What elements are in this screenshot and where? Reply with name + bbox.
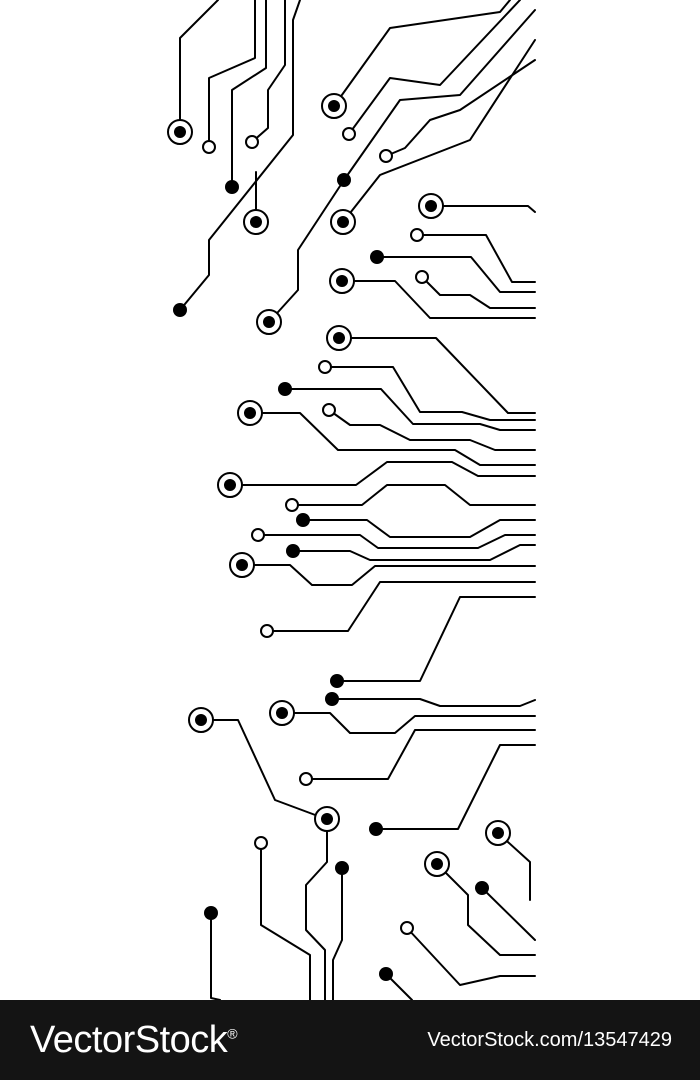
ring-pad xyxy=(256,309,282,335)
open-pad xyxy=(285,498,299,512)
ring-pad xyxy=(314,806,340,832)
trace xyxy=(421,276,536,309)
ring-pad xyxy=(229,552,255,578)
trace xyxy=(348,0,521,135)
trace xyxy=(302,519,536,538)
open-pad xyxy=(245,135,259,149)
trace xyxy=(284,388,536,431)
trace xyxy=(343,9,536,181)
open-pad xyxy=(251,528,265,542)
solid-pad xyxy=(337,173,351,187)
trace xyxy=(281,712,536,734)
trace xyxy=(305,729,536,780)
trace xyxy=(249,412,536,466)
trace xyxy=(292,544,536,561)
open-pad xyxy=(400,921,414,935)
solid-pad xyxy=(204,906,218,920)
open-pad xyxy=(202,140,216,154)
trace xyxy=(436,863,536,956)
trace xyxy=(331,698,536,707)
ring-pad xyxy=(188,707,214,733)
trace xyxy=(231,0,267,188)
ring-pad xyxy=(418,193,444,219)
ring-pad xyxy=(321,93,347,119)
trace xyxy=(324,366,536,421)
circuit-board-svg xyxy=(167,0,536,1000)
ring-pad xyxy=(269,700,295,726)
trace xyxy=(229,461,536,486)
trace xyxy=(430,205,536,213)
solid-pad xyxy=(370,250,384,264)
solid-pad xyxy=(379,967,393,981)
open-pad xyxy=(342,127,356,141)
solid-pad xyxy=(335,861,349,875)
trace xyxy=(342,39,536,223)
solid-pad xyxy=(369,822,383,836)
trace xyxy=(268,179,345,323)
open-pad xyxy=(379,149,393,163)
trace xyxy=(341,280,536,319)
trace xyxy=(336,596,536,682)
open-pad xyxy=(299,772,313,786)
ring-pad xyxy=(330,209,356,235)
ring-pad xyxy=(217,472,243,498)
open-pad xyxy=(260,624,274,638)
registered-mark: ® xyxy=(227,1024,238,1041)
solid-pad xyxy=(475,881,489,895)
trace xyxy=(328,409,536,451)
open-pad xyxy=(415,270,429,284)
trace xyxy=(260,842,311,1000)
ring-pad xyxy=(424,851,450,877)
solid-pad xyxy=(173,303,187,317)
solid-pad xyxy=(325,692,339,706)
solid-pad xyxy=(225,180,239,194)
trace xyxy=(332,867,343,1000)
trace xyxy=(251,0,286,143)
trace xyxy=(291,484,536,506)
ring-pad xyxy=(243,209,269,235)
image-url: VectorStock.com/13547429 xyxy=(427,1028,672,1051)
trace xyxy=(257,534,536,549)
trace xyxy=(338,337,536,414)
trace xyxy=(481,887,536,941)
solid-pad xyxy=(286,544,300,558)
trace xyxy=(179,0,301,311)
trace xyxy=(241,564,536,586)
trace xyxy=(208,0,256,148)
trace xyxy=(333,0,511,107)
solid-pad xyxy=(296,513,310,527)
trace xyxy=(416,234,536,283)
ring-pad xyxy=(326,325,352,351)
trace xyxy=(375,744,536,830)
circuit-artwork xyxy=(167,0,536,1000)
open-pad xyxy=(410,228,424,242)
open-pad xyxy=(254,836,268,850)
watermark-footer: VectorStock® VectorStock.com/13547429 xyxy=(0,1000,700,1080)
trace xyxy=(266,581,536,632)
vectorstock-logo: VectorStock® xyxy=(30,1018,238,1062)
ring-pad xyxy=(485,820,511,846)
trace xyxy=(200,719,327,820)
trace xyxy=(179,0,219,133)
brand-name: VectorStock xyxy=(30,1018,228,1061)
trace xyxy=(305,818,328,1000)
ring-pad xyxy=(237,400,263,426)
open-pad xyxy=(322,403,336,417)
ring-pad xyxy=(167,119,193,145)
trace xyxy=(406,927,536,986)
trace xyxy=(497,832,531,901)
solid-pad xyxy=(278,382,292,396)
trace xyxy=(210,912,221,1000)
ring-pad xyxy=(329,268,355,294)
trace xyxy=(385,59,536,157)
open-pad xyxy=(318,360,332,374)
trace xyxy=(376,256,536,293)
solid-pad xyxy=(330,674,344,688)
